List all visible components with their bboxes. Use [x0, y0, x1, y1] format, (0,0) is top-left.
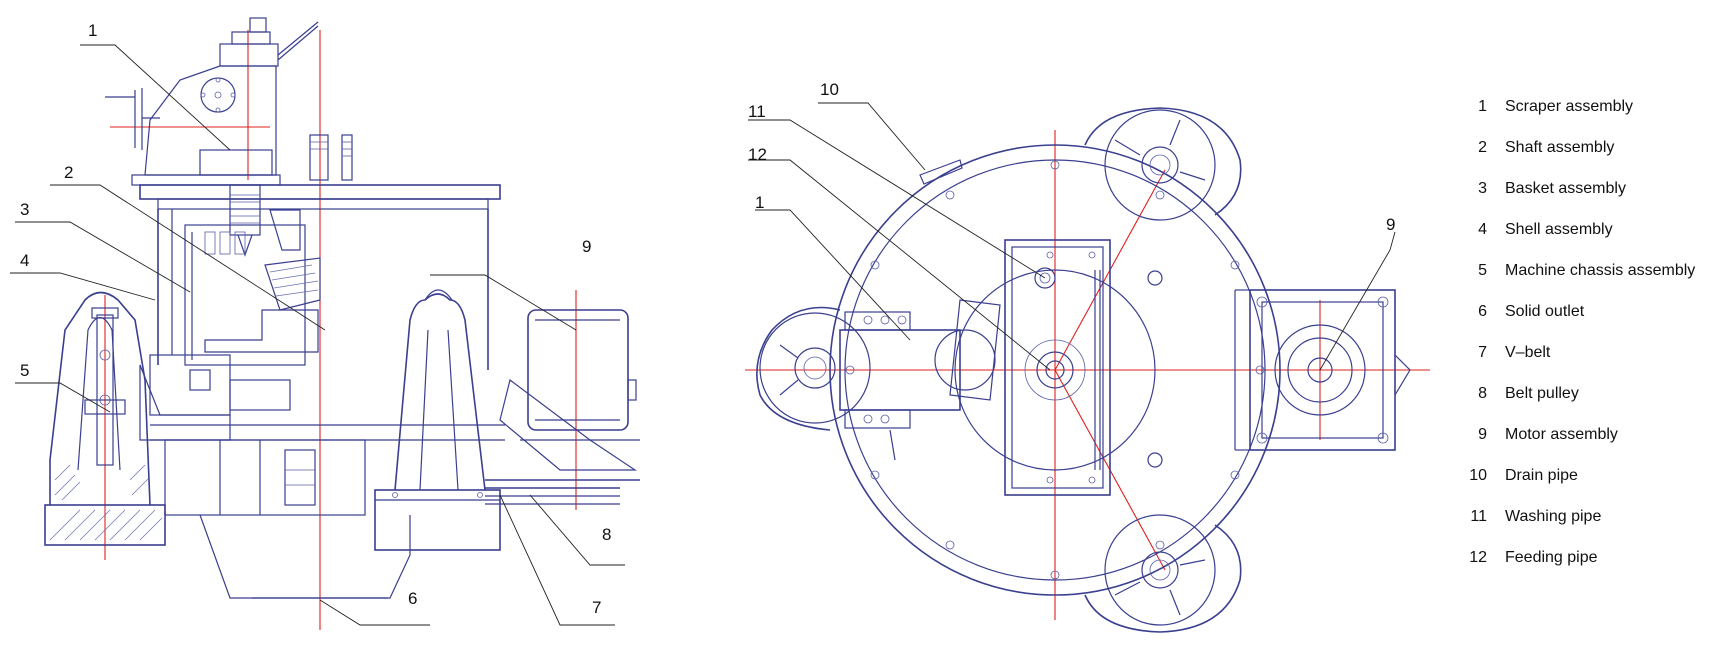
callout-10: 10: [820, 80, 839, 99]
legend-item: 3 Basket assembly: [1455, 180, 1705, 221]
legend-label: Solid outlet: [1505, 303, 1585, 320]
top-view: [745, 102, 1430, 633]
legend-number: 9: [1478, 426, 1487, 443]
legend-item: 7 V–belt: [1455, 344, 1705, 385]
legend-label: Basket assembly: [1505, 180, 1626, 197]
parts-legend: 1 Scraper assembly 2 Shaft assembly 3 Basket …: [1455, 98, 1705, 590]
legend-number: 2: [1478, 139, 1487, 156]
legend-label: V–belt: [1505, 344, 1551, 361]
legend-label: Shaft assembly: [1505, 139, 1615, 156]
legend-number: 10: [1469, 467, 1487, 484]
callout-1-top: 1: [755, 193, 764, 212]
legend-item: 6 Solid outlet: [1455, 303, 1705, 344]
legend-item: 8 Belt pulley: [1455, 385, 1705, 426]
legend-label: Shell assembly: [1505, 221, 1613, 238]
legend-number: 7: [1478, 344, 1487, 361]
legend-label: Belt pulley: [1505, 385, 1579, 402]
callout-labels: 1 2 3 4 5 6 7 8 9 10 11 12 1 9: [20, 21, 1395, 617]
legend-label: Drain pipe: [1505, 467, 1578, 484]
callout-11: 11: [748, 102, 766, 121]
legend-number: 8: [1478, 385, 1487, 402]
legend-label: Washing pipe: [1505, 508, 1602, 525]
legend-number: 5: [1478, 262, 1487, 279]
legend-item: 11 Washing pipe: [1455, 508, 1705, 549]
legend-number: 6: [1478, 303, 1487, 320]
side-view: [10, 17, 640, 630]
callout-3: 3: [20, 200, 29, 219]
legend-label: Scraper assembly: [1505, 98, 1634, 115]
callout-12: 12: [748, 145, 767, 164]
callout-5: 5: [20, 361, 29, 380]
legend-number: 1: [1478, 98, 1487, 115]
legend-item: 2 Shaft assembly: [1455, 139, 1705, 180]
legend-number: 12: [1469, 549, 1487, 566]
legend-item: 5 Machine chassis assembly: [1455, 262, 1705, 303]
legend-item: 12 Feeding pipe: [1455, 549, 1705, 590]
legend-label: Machine chassis assembly: [1505, 262, 1696, 279]
legend-item: 9 Motor assembly: [1455, 426, 1705, 467]
callout-6: 6: [408, 589, 417, 608]
legend-number: 3: [1478, 180, 1487, 197]
legend-item: 4 Shell assembly: [1455, 221, 1705, 262]
legend-item: 10 Drain pipe: [1455, 467, 1705, 508]
callout-8: 8: [602, 525, 611, 544]
legend-item: 1 Scraper assembly: [1455, 98, 1705, 139]
callout-4: 4: [20, 251, 29, 270]
legend-number: 4: [1478, 221, 1487, 238]
callout-7: 7: [592, 598, 601, 617]
callout-9-side: 9: [582, 237, 591, 256]
callout-9-top: 9: [1386, 215, 1395, 234]
legend-number: 11: [1470, 508, 1487, 525]
callout-2: 2: [64, 163, 73, 182]
legend-label: Motor assembly: [1505, 426, 1618, 443]
legend-label: Feeding pipe: [1505, 549, 1598, 566]
callout-1: 1: [88, 21, 97, 40]
